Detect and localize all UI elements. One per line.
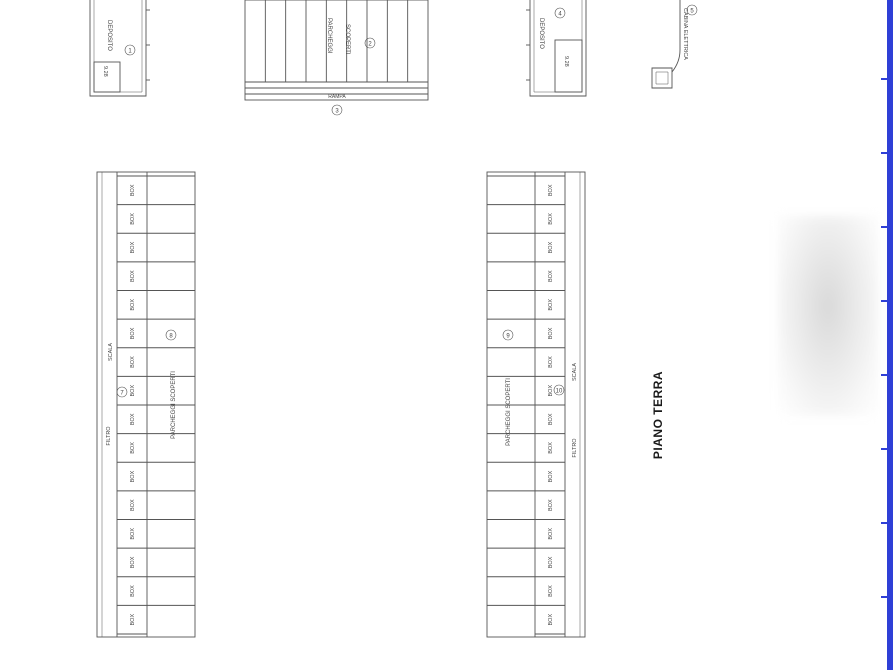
right-marker-a: 9 bbox=[506, 334, 510, 340]
left-box-label: BOX bbox=[130, 528, 136, 540]
electrical-cabin-marker: 5 bbox=[690, 9, 694, 15]
left-marker-a: 8 bbox=[169, 334, 173, 340]
left-box-label: BOX bbox=[130, 385, 136, 397]
right-corridor-bottom-label: FILTRO bbox=[572, 438, 578, 458]
left-corridor-top-label: SCALA bbox=[108, 343, 114, 361]
left-box-label: BOX bbox=[130, 270, 136, 282]
right-box-label: BOX bbox=[548, 585, 554, 597]
right-parking-label: PARCHEGGI SCOPERTI bbox=[506, 378, 512, 446]
left-box-label: BOX bbox=[130, 184, 136, 196]
right-box-label: BOX bbox=[548, 614, 554, 626]
top-center-bottom-marker: 3 bbox=[335, 109, 339, 115]
left-box-label: BOX bbox=[130, 356, 136, 368]
edge-tick bbox=[881, 300, 887, 302]
edge-tick bbox=[881, 448, 887, 450]
top-center-label-sub: SCOPERTI bbox=[344, 24, 350, 55]
right-box-label: BOX bbox=[548, 270, 554, 282]
top-right-deposit-block: 4 DEPOSITO 9.28 bbox=[526, 0, 587, 97]
left-box-label: BOX bbox=[130, 585, 136, 597]
left-box-label: BOX bbox=[130, 499, 136, 511]
right-box-label: BOX bbox=[548, 327, 554, 339]
right-marker-b: 10 bbox=[556, 389, 563, 395]
right-box-label: BOX bbox=[548, 556, 554, 568]
top-right-room-label: DEPOSITO bbox=[538, 18, 544, 49]
left-box-label: BOX bbox=[130, 614, 136, 626]
top-left-area-label: 9.28 bbox=[102, 66, 108, 77]
right-box-label: BOX bbox=[548, 442, 554, 454]
right-box-label: BOX bbox=[548, 470, 554, 482]
top-left-deposit-block: 1 DEPOSITO 9.28 bbox=[89, 0, 150, 97]
left-parking-label: PARCHEGGI SCOPERTI bbox=[171, 371, 177, 439]
electrical-cabin-block: 5 CABINA ELETTRICA bbox=[651, 0, 698, 89]
left-box-label: BOX bbox=[130, 470, 136, 482]
edge-tick bbox=[881, 522, 887, 524]
right-box-label: BOX bbox=[548, 299, 554, 311]
right-box-label: BOX bbox=[548, 499, 554, 511]
edge-tick bbox=[881, 596, 887, 598]
right-corridor-top-label: SCALA bbox=[572, 363, 578, 381]
edge-tick bbox=[881, 78, 887, 80]
left-marker-b: 7 bbox=[120, 391, 124, 397]
edge-tick bbox=[881, 226, 887, 228]
left-box-label: BOX bbox=[130, 213, 136, 225]
right-box-label: BOX bbox=[548, 528, 554, 540]
top-center-marker: 2 bbox=[368, 42, 372, 48]
top-left-room-label: DEPOSITO bbox=[106, 20, 112, 51]
right-box-row: BOX BOX BOX BOX BOX BOX BOX BOX BOX BOX BOX BOX BOX B… bbox=[486, 171, 586, 638]
left-corridor-bottom-label: FILTRO bbox=[106, 426, 112, 446]
left-box-label: BOX bbox=[130, 241, 136, 253]
plan-title: PIANO TERRA bbox=[651, 370, 666, 460]
right-box-label: BOX bbox=[548, 213, 554, 225]
left-box-label: BOX bbox=[130, 556, 136, 568]
right-box-label: BOX bbox=[548, 356, 554, 368]
top-right-area-label: 9.28 bbox=[563, 56, 569, 67]
right-box-label: BOX bbox=[548, 241, 554, 253]
blurred-stamp bbox=[778, 216, 878, 416]
top-right-marker: 4 bbox=[558, 12, 562, 18]
electrical-cabin-label: CABINA ELETTRICA bbox=[682, 8, 688, 60]
left-box-row: BOX BOX BOX BOX BOX BOX BOX BOX BOX BOX BOX BOX BOX B… bbox=[96, 171, 196, 638]
edge-tick bbox=[881, 374, 887, 376]
left-box-label: BOX bbox=[130, 299, 136, 311]
top-left-marker: 1 bbox=[128, 49, 132, 55]
top-center-parking-block: 2 PARCHEGGI SCOPERTI RAMPA 3 bbox=[244, 0, 429, 116]
left-box-label: BOX bbox=[130, 327, 136, 339]
right-box-label: BOX bbox=[548, 413, 554, 425]
right-edge-bar bbox=[887, 0, 893, 670]
right-box-label: BOX bbox=[548, 385, 554, 397]
top-center-bottom-label: RAMPA bbox=[328, 94, 346, 100]
plan-title-block: PIANO TERRA bbox=[648, 360, 668, 470]
top-center-label-main: PARCHEGGI bbox=[326, 18, 332, 54]
right-box-label: BOX bbox=[548, 184, 554, 196]
left-box-label: BOX bbox=[130, 442, 136, 454]
edge-tick bbox=[881, 152, 887, 154]
left-box-label: BOX bbox=[130, 413, 136, 425]
